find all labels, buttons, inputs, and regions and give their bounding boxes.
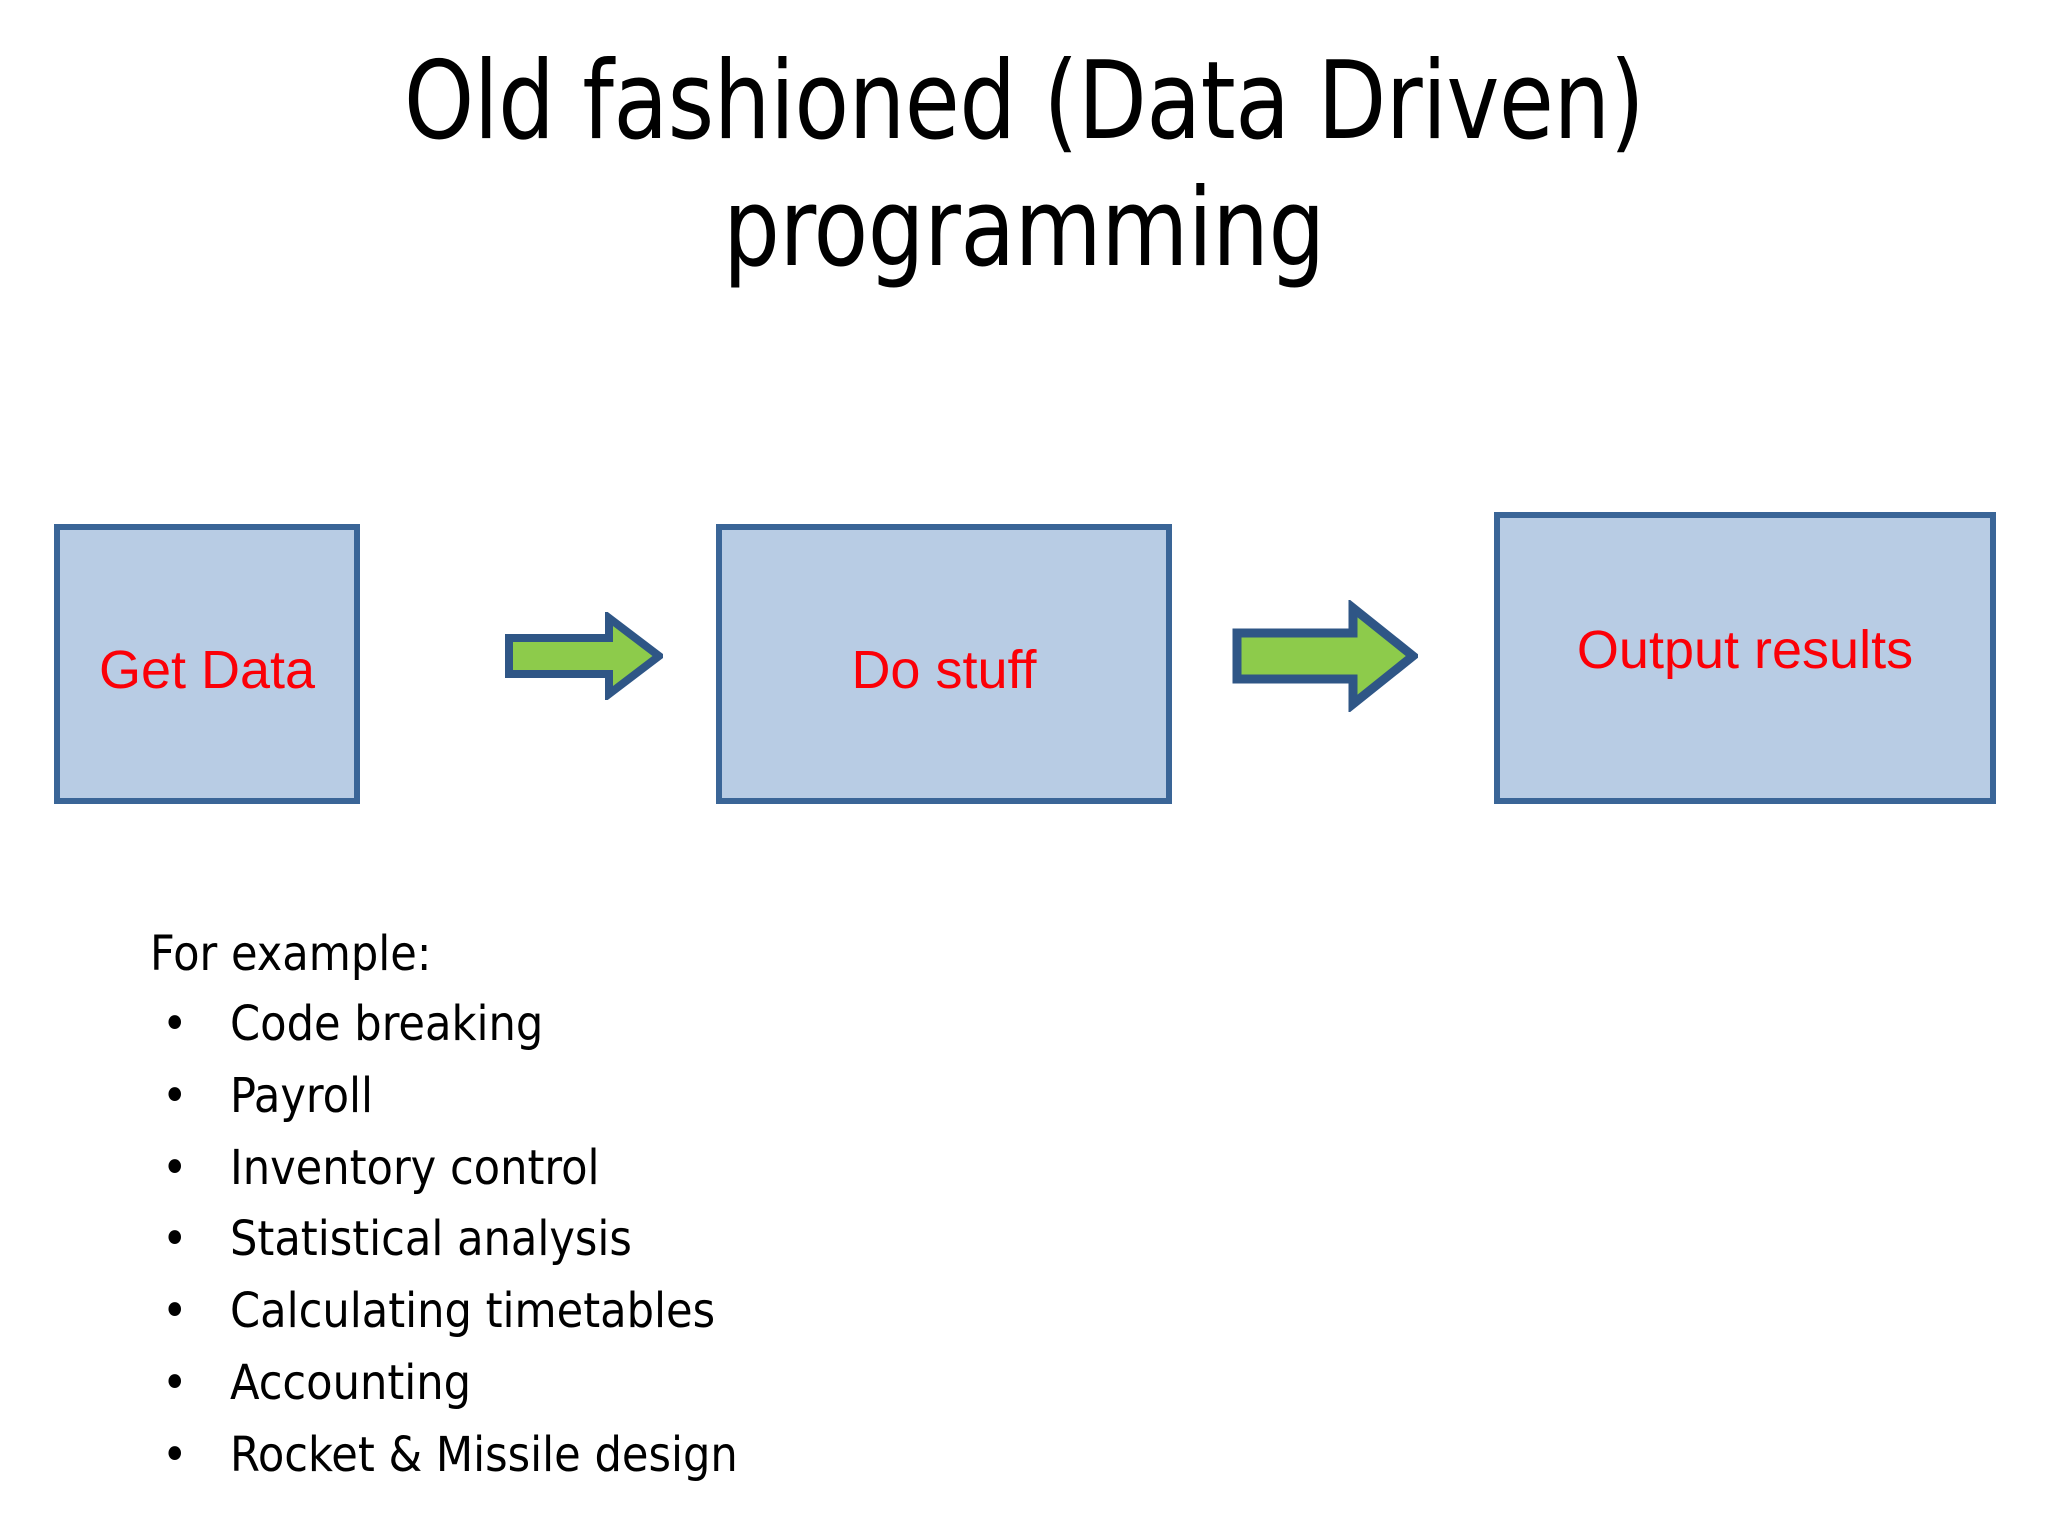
list-item: • Statistical analysis [150, 1211, 1250, 1268]
list-item: • Inventory control [150, 1139, 1250, 1196]
list-item: • Payroll [150, 1067, 1250, 1124]
flow-box-get-data[interactable]: Get Data [54, 524, 360, 804]
bullet-icon: • [162, 1067, 188, 1124]
bullet-icon: • [162, 996, 188, 1052]
list-item-label: Accounting [230, 1354, 472, 1411]
list-item: • Accounting [150, 1354, 1250, 1411]
flow-box-do-stuff[interactable]: Do stuff [716, 524, 1172, 804]
list-item-label: Inventory control [230, 1139, 600, 1196]
list-item-label: Payroll [230, 1067, 373, 1124]
examples-intro-label: For example: [150, 926, 432, 982]
right-arrow-icon [1232, 598, 1421, 714]
list-item-label: Rocket & Missile design [230, 1426, 738, 1483]
bullet-icon: • [162, 1139, 188, 1196]
right-arrow-icon [505, 609, 666, 703]
list-item-label: Code breaking [230, 996, 544, 1052]
bullet-icon: • [162, 1211, 188, 1268]
examples-section: For example: • Code breaking • Payroll •… [150, 930, 1250, 1500]
flow-box-output-results[interactable]: Output results [1494, 512, 1996, 804]
list-item-label: Calculating timetables [230, 1283, 716, 1339]
list-item: • Code breaking [150, 996, 1250, 1052]
bullet-icon: • [162, 1426, 188, 1483]
flow-box-label: Get Data [98, 640, 316, 700]
list-item-label: Statistical analysis [230, 1211, 632, 1268]
page-title: Old fashioned (Data Driven) programming [403, 39, 1645, 292]
examples-list: • Code breaking • Payroll • Inventory co… [150, 996, 1250, 1483]
right-arrow-glyph [505, 609, 666, 703]
list-item: • Rocket & Missile design [150, 1426, 1250, 1483]
list-item: • Calculating timetables [150, 1283, 1250, 1339]
bullet-icon: • [162, 1354, 188, 1411]
right-arrow-glyph [1232, 598, 1421, 714]
bullet-icon: • [162, 1283, 188, 1339]
flow-box-label: Do stuff [851, 640, 1037, 700]
flow-box-label: Output results [1576, 620, 1914, 680]
